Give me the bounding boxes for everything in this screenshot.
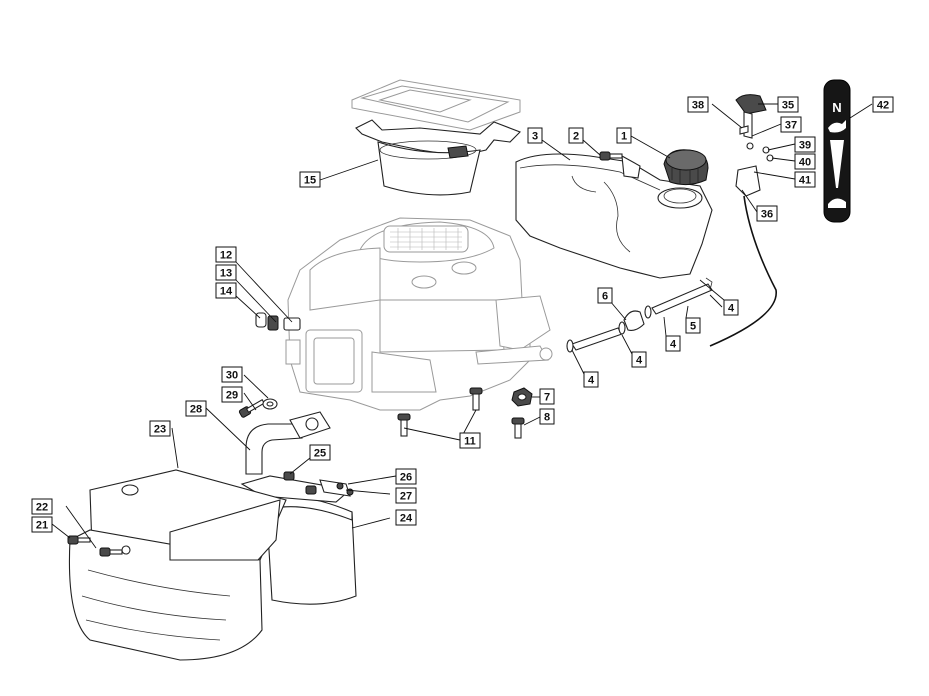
- svg-text:42: 42: [877, 100, 889, 112]
- callout-13: 13: [215, 264, 237, 281]
- svg-text:8: 8: [544, 412, 550, 424]
- svg-text:2: 2: [573, 131, 579, 143]
- callout-29: 29: [221, 386, 243, 403]
- callout-23: 23: [149, 420, 171, 437]
- svg-text:4: 4: [636, 355, 643, 367]
- callout-37: 37: [780, 116, 802, 133]
- svg-text:41: 41: [799, 175, 811, 187]
- callout-4-d: 4: [583, 371, 599, 388]
- svg-text:24: 24: [400, 513, 413, 525]
- callout-22: 22: [31, 498, 53, 515]
- callout-26: 26: [395, 468, 417, 485]
- svg-text:39: 39: [799, 140, 811, 152]
- callout-25: 25: [309, 444, 331, 461]
- svg-text:13: 13: [220, 268, 232, 280]
- choke-letter: N: [832, 100, 841, 115]
- callout-4-a: 4: [723, 299, 739, 316]
- callout-36: 36: [756, 205, 778, 222]
- svg-text:29: 29: [226, 390, 238, 402]
- svg-text:38: 38: [692, 100, 704, 112]
- fuel-cap: [663, 149, 709, 186]
- callout-41: 41: [794, 171, 816, 188]
- callout-42: 42: [872, 96, 894, 113]
- callout-2: 2: [568, 127, 584, 144]
- fuel-tank: [515, 153, 713, 279]
- svg-text:5: 5: [690, 321, 696, 333]
- svg-text:4: 4: [588, 375, 595, 387]
- callout-labels: 1 2 3 4 4 4 4 5 6 7 8 11 12 13 14 15 21 …: [31, 96, 894, 533]
- callout-14: 14: [215, 282, 237, 299]
- engine-block: [285, 217, 553, 411]
- svg-text:3: 3: [532, 131, 538, 143]
- throttle-control: [709, 94, 777, 347]
- svg-text:12: 12: [220, 250, 232, 262]
- svg-text:6: 6: [602, 291, 608, 303]
- exhaust-pipe-parts: [238, 398, 331, 475]
- svg-text:14: 14: [220, 286, 233, 298]
- svg-text:35: 35: [782, 100, 794, 112]
- callout-27: 27: [395, 487, 417, 504]
- svg-text:1: 1: [621, 131, 627, 143]
- callout-40: 40: [794, 153, 816, 170]
- callout-11: 11: [459, 432, 481, 449]
- svg-text:21: 21: [36, 520, 48, 532]
- muffler-guard: [67, 469, 287, 661]
- callout-39: 39: [794, 136, 816, 153]
- svg-text:4: 4: [670, 339, 677, 351]
- hare-icon: [828, 120, 846, 133]
- throttle-decal: N: [823, 79, 851, 223]
- callout-35: 35: [777, 96, 799, 113]
- callout-1: 1: [616, 127, 632, 144]
- tortoise-icon: [828, 198, 846, 208]
- svg-text:40: 40: [799, 157, 811, 169]
- callout-5: 5: [685, 317, 701, 334]
- callout-28: 28: [185, 400, 207, 417]
- callout-12: 12: [215, 246, 237, 263]
- callout-7: 7: [539, 388, 555, 405]
- fuel-fitting-parts: [255, 312, 301, 331]
- callout-4-b: 4: [665, 335, 681, 352]
- svg-text:15: 15: [304, 175, 316, 187]
- callout-3: 3: [527, 127, 543, 144]
- callout-24: 24: [395, 509, 417, 526]
- svg-text:7: 7: [544, 392, 550, 404]
- svg-text:30: 30: [226, 370, 238, 382]
- svg-text:25: 25: [314, 448, 326, 460]
- callout-15: 15: [299, 171, 321, 188]
- callout-4-c: 4: [631, 351, 647, 368]
- callout-21: 21: [31, 516, 53, 533]
- nut-and-bolt: [511, 387, 533, 439]
- svg-text:4: 4: [728, 303, 735, 315]
- svg-text:37: 37: [785, 120, 797, 132]
- fuel-line: [566, 277, 713, 353]
- tank-bolt: [599, 151, 623, 161]
- svg-text:36: 36: [761, 209, 773, 221]
- callout-8: 8: [539, 408, 555, 425]
- svg-text:11: 11: [464, 436, 476, 448]
- svg-text:26: 26: [400, 472, 412, 484]
- air-filter-assembly: [351, 79, 521, 196]
- callout-6: 6: [597, 287, 613, 304]
- svg-text:27: 27: [400, 491, 412, 503]
- svg-text:28: 28: [190, 404, 202, 416]
- callout-38: 38: [687, 96, 709, 113]
- leader-lines: [51, 103, 873, 549]
- callout-30: 30: [221, 366, 243, 383]
- svg-text:23: 23: [154, 424, 166, 436]
- svg-text:22: 22: [36, 502, 48, 514]
- throttle-wedge-icon: [830, 140, 844, 188]
